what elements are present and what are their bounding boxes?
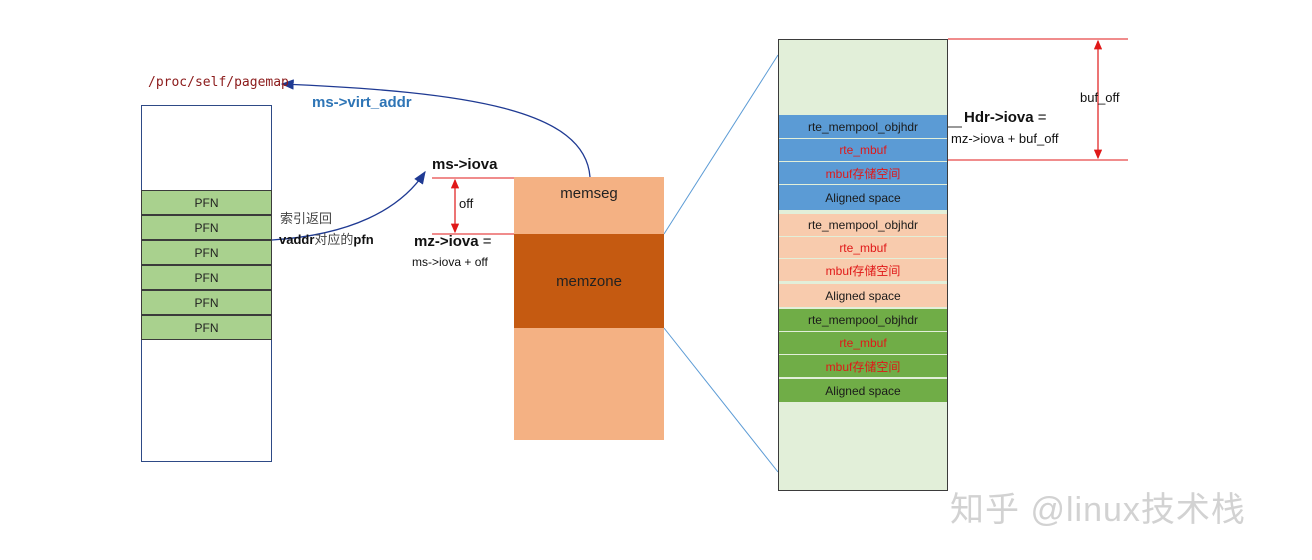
rte-mbuf-block: rte_mbuf: [779, 237, 947, 258]
pfn-row: PFN: [141, 190, 272, 215]
pagemap-path-label: /proc/self/pagemap: [148, 75, 289, 90]
memseg-block: memseg: [514, 177, 664, 234]
mz-iova-text: mz->iova: [414, 233, 479, 250]
hdr-iova-label: Hdr->iova =: [964, 109, 1047, 126]
rte-mbuf-block: rte_mbuf: [779, 139, 947, 161]
memseg-label: memseg: [560, 185, 618, 202]
mz-iova-formula: ms->iova + off: [412, 255, 488, 269]
pfn-text: pfn: [353, 232, 374, 247]
memseg-remaining-block: [514, 328, 664, 440]
zoom-line-top: [663, 54, 779, 235]
virt-addr-arrow: [280, 79, 591, 178]
objhdr-block: rte_mempool_objhdr: [779, 115, 947, 138]
buf-off-label: buf_off: [1080, 90, 1120, 105]
pfn-row: PFN: [141, 215, 272, 240]
mz-iova-eq: =: [478, 233, 492, 250]
rte-mbuf-block: rte_mbuf: [779, 332, 947, 354]
zoom-line-bottom: [663, 327, 779, 473]
watermark: 知乎 @linux技术栈: [950, 491, 1246, 529]
vaddr-pfn-label: vaddr对应的pfn: [279, 229, 374, 248]
hdr-iova-text: Hdr->iova: [964, 109, 1034, 126]
pfn-row: PFN: [141, 315, 272, 340]
hdr-iova-formula: mz->iova + buf_off: [951, 131, 1059, 146]
ms-iova-label: ms->iova: [432, 156, 498, 173]
aligned-space-block: Aligned space: [779, 185, 947, 210]
objhdr-block: rte_mempool_objhdr: [779, 214, 947, 236]
objhdr-block: rte_mempool_objhdr: [779, 309, 947, 331]
memzone-block: memzone: [514, 234, 664, 328]
ms-virt-addr-label: ms->virt_addr: [312, 94, 412, 111]
pfn-row: PFN: [141, 240, 272, 265]
pfn-to-iova-arrow: [271, 170, 426, 241]
index-return-label: 索引返回: [280, 211, 333, 226]
mbuf-storage-block: mbuf存储空间: [779, 355, 947, 377]
mz-iova-label: mz->iova =: [414, 233, 492, 250]
aligned-space-block: Aligned space: [779, 284, 947, 307]
vaddr-text: vaddr: [279, 232, 315, 247]
vaddr-pfn-middle: 对应的: [314, 232, 354, 247]
pfn-row: PFN: [141, 290, 272, 315]
pfn-row: PFN: [141, 265, 272, 290]
off-label: off: [459, 196, 474, 211]
mbuf-storage-block: mbuf存储空间: [779, 259, 947, 281]
memzone-label: memzone: [556, 272, 622, 290]
mbuf-storage-block: mbuf存储空间: [779, 162, 947, 184]
aligned-space-block: Aligned space: [779, 379, 947, 402]
hdr-iova-eq: =: [1033, 109, 1047, 126]
